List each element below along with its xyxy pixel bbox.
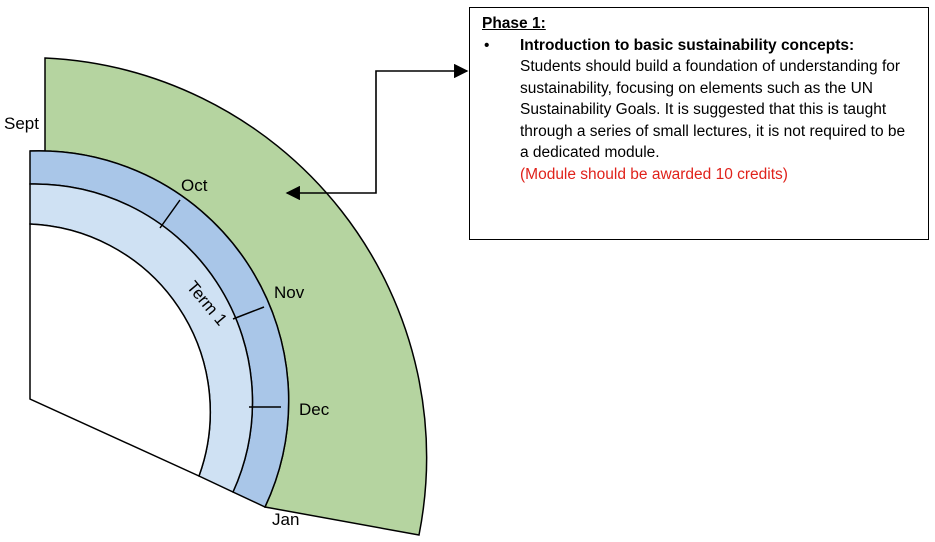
credits-note: (Module should be awarded 10 credits) (520, 165, 788, 183)
diagram-interior (29, 223, 212, 478)
month-label-jan: Jan (272, 510, 299, 529)
month-label-sept: Sept (4, 114, 39, 133)
month-label-nov: Nov (274, 283, 305, 302)
phase-1-info-box: Phase 1: • Introduction to basic sustain… (469, 7, 929, 240)
phase-bullet-item: • Introduction to basic sustainability c… (482, 35, 918, 186)
month-label-oct: Oct (181, 176, 208, 195)
connector-arrow (285, 63, 469, 201)
month-label-dec: Dec (299, 400, 330, 419)
phase-title: Phase 1: (482, 15, 546, 32)
bullet-heading: Introduction to basic sustainability con… (520, 36, 855, 54)
bullet-icon: • (484, 36, 490, 54)
segment-divider-oct-nov (159, 199, 181, 229)
segment-divider-nov-dec (232, 306, 265, 320)
bullet-description: Students should build a foundation of un… (520, 58, 906, 161)
bullet-body: Introduction to basic sustainability con… (520, 35, 918, 186)
